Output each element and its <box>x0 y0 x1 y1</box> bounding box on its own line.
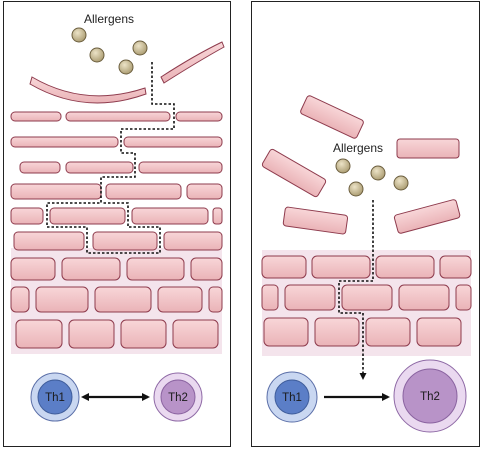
left-th2-cell: Th2 <box>153 372 203 422</box>
cell <box>94 286 152 313</box>
right-th2-cell: Th2 <box>393 359 467 433</box>
allergen-particle <box>348 181 364 197</box>
cell <box>455 284 472 311</box>
brick <box>92 231 158 251</box>
th1-nucleus <box>274 379 310 415</box>
allergen-particle <box>370 165 386 181</box>
brick <box>163 231 223 251</box>
dotted-route <box>338 200 374 380</box>
cell <box>365 317 411 347</box>
brick <box>123 136 223 148</box>
cell <box>261 284 279 311</box>
cell <box>120 319 167 349</box>
cell <box>439 255 472 279</box>
brick <box>138 161 223 174</box>
curved-flake <box>29 76 147 104</box>
cell <box>10 286 30 313</box>
brick <box>10 183 102 200</box>
cell <box>261 255 307 279</box>
cell <box>157 286 203 313</box>
cell <box>126 257 185 281</box>
brick <box>186 183 223 200</box>
brick <box>19 161 61 174</box>
brick <box>105 183 182 200</box>
th2-nucleus <box>402 368 458 424</box>
right-allergens-label: Allergens <box>333 141 383 155</box>
cell <box>208 286 223 313</box>
th1-nucleus <box>37 379 73 415</box>
th2-nucleus <box>160 379 196 415</box>
cell <box>263 317 309 347</box>
allergen-particle <box>71 27 87 43</box>
left-th1-label: Th1 <box>45 392 65 404</box>
cell <box>314 317 360 347</box>
cell <box>284 284 336 311</box>
brick <box>10 136 119 148</box>
cell <box>398 284 450 311</box>
right-panel: Allergens <box>251 1 480 447</box>
brick <box>212 207 223 225</box>
allergen-particle <box>118 59 134 75</box>
cell <box>35 286 89 313</box>
left-allergens-label: Allergens <box>84 12 134 26</box>
cell <box>68 319 115 349</box>
left-allergens <box>71 27 148 75</box>
right-scattered-flakes <box>261 95 461 235</box>
right-th1-label: Th1 <box>282 392 302 404</box>
allergen-particle <box>335 158 351 174</box>
cell <box>341 284 393 311</box>
dislodged-cell <box>396 138 460 159</box>
cell <box>375 255 435 279</box>
cell <box>190 257 223 281</box>
brick <box>10 111 62 122</box>
right-allergens <box>335 158 409 197</box>
curved-flake <box>160 41 225 84</box>
brick <box>13 231 85 251</box>
right-epidermis-cells <box>261 255 472 347</box>
brick <box>175 111 223 122</box>
dislodged-cell <box>261 148 327 198</box>
right-penetration-path <box>338 200 374 380</box>
right-th1-cell: Th1 <box>266 371 318 423</box>
left-th1-cell: Th1 <box>30 372 80 422</box>
left-top-flakes <box>29 41 225 104</box>
allergen-particle <box>89 47 105 63</box>
cell <box>61 257 121 281</box>
right-th2-label: Th2 <box>420 391 440 403</box>
left-th2-label: Th2 <box>168 392 188 404</box>
left-corneum-bricks <box>10 111 223 251</box>
cell <box>172 319 219 349</box>
cell <box>15 319 63 349</box>
dislodged-cell <box>282 206 349 235</box>
brick <box>131 207 209 225</box>
dislodged-cell <box>393 199 461 234</box>
allergen-particle <box>393 175 409 191</box>
brick <box>65 111 171 122</box>
cell <box>10 257 56 281</box>
left-epidermis-cells <box>10 257 223 349</box>
left-panel: Allergens <box>3 1 231 447</box>
allergen-particle <box>132 40 148 56</box>
brick <box>49 207 126 225</box>
dislodged-cell <box>300 95 364 139</box>
cell <box>416 317 462 347</box>
brick <box>10 207 44 225</box>
cell <box>311 255 371 279</box>
brick <box>65 161 134 174</box>
